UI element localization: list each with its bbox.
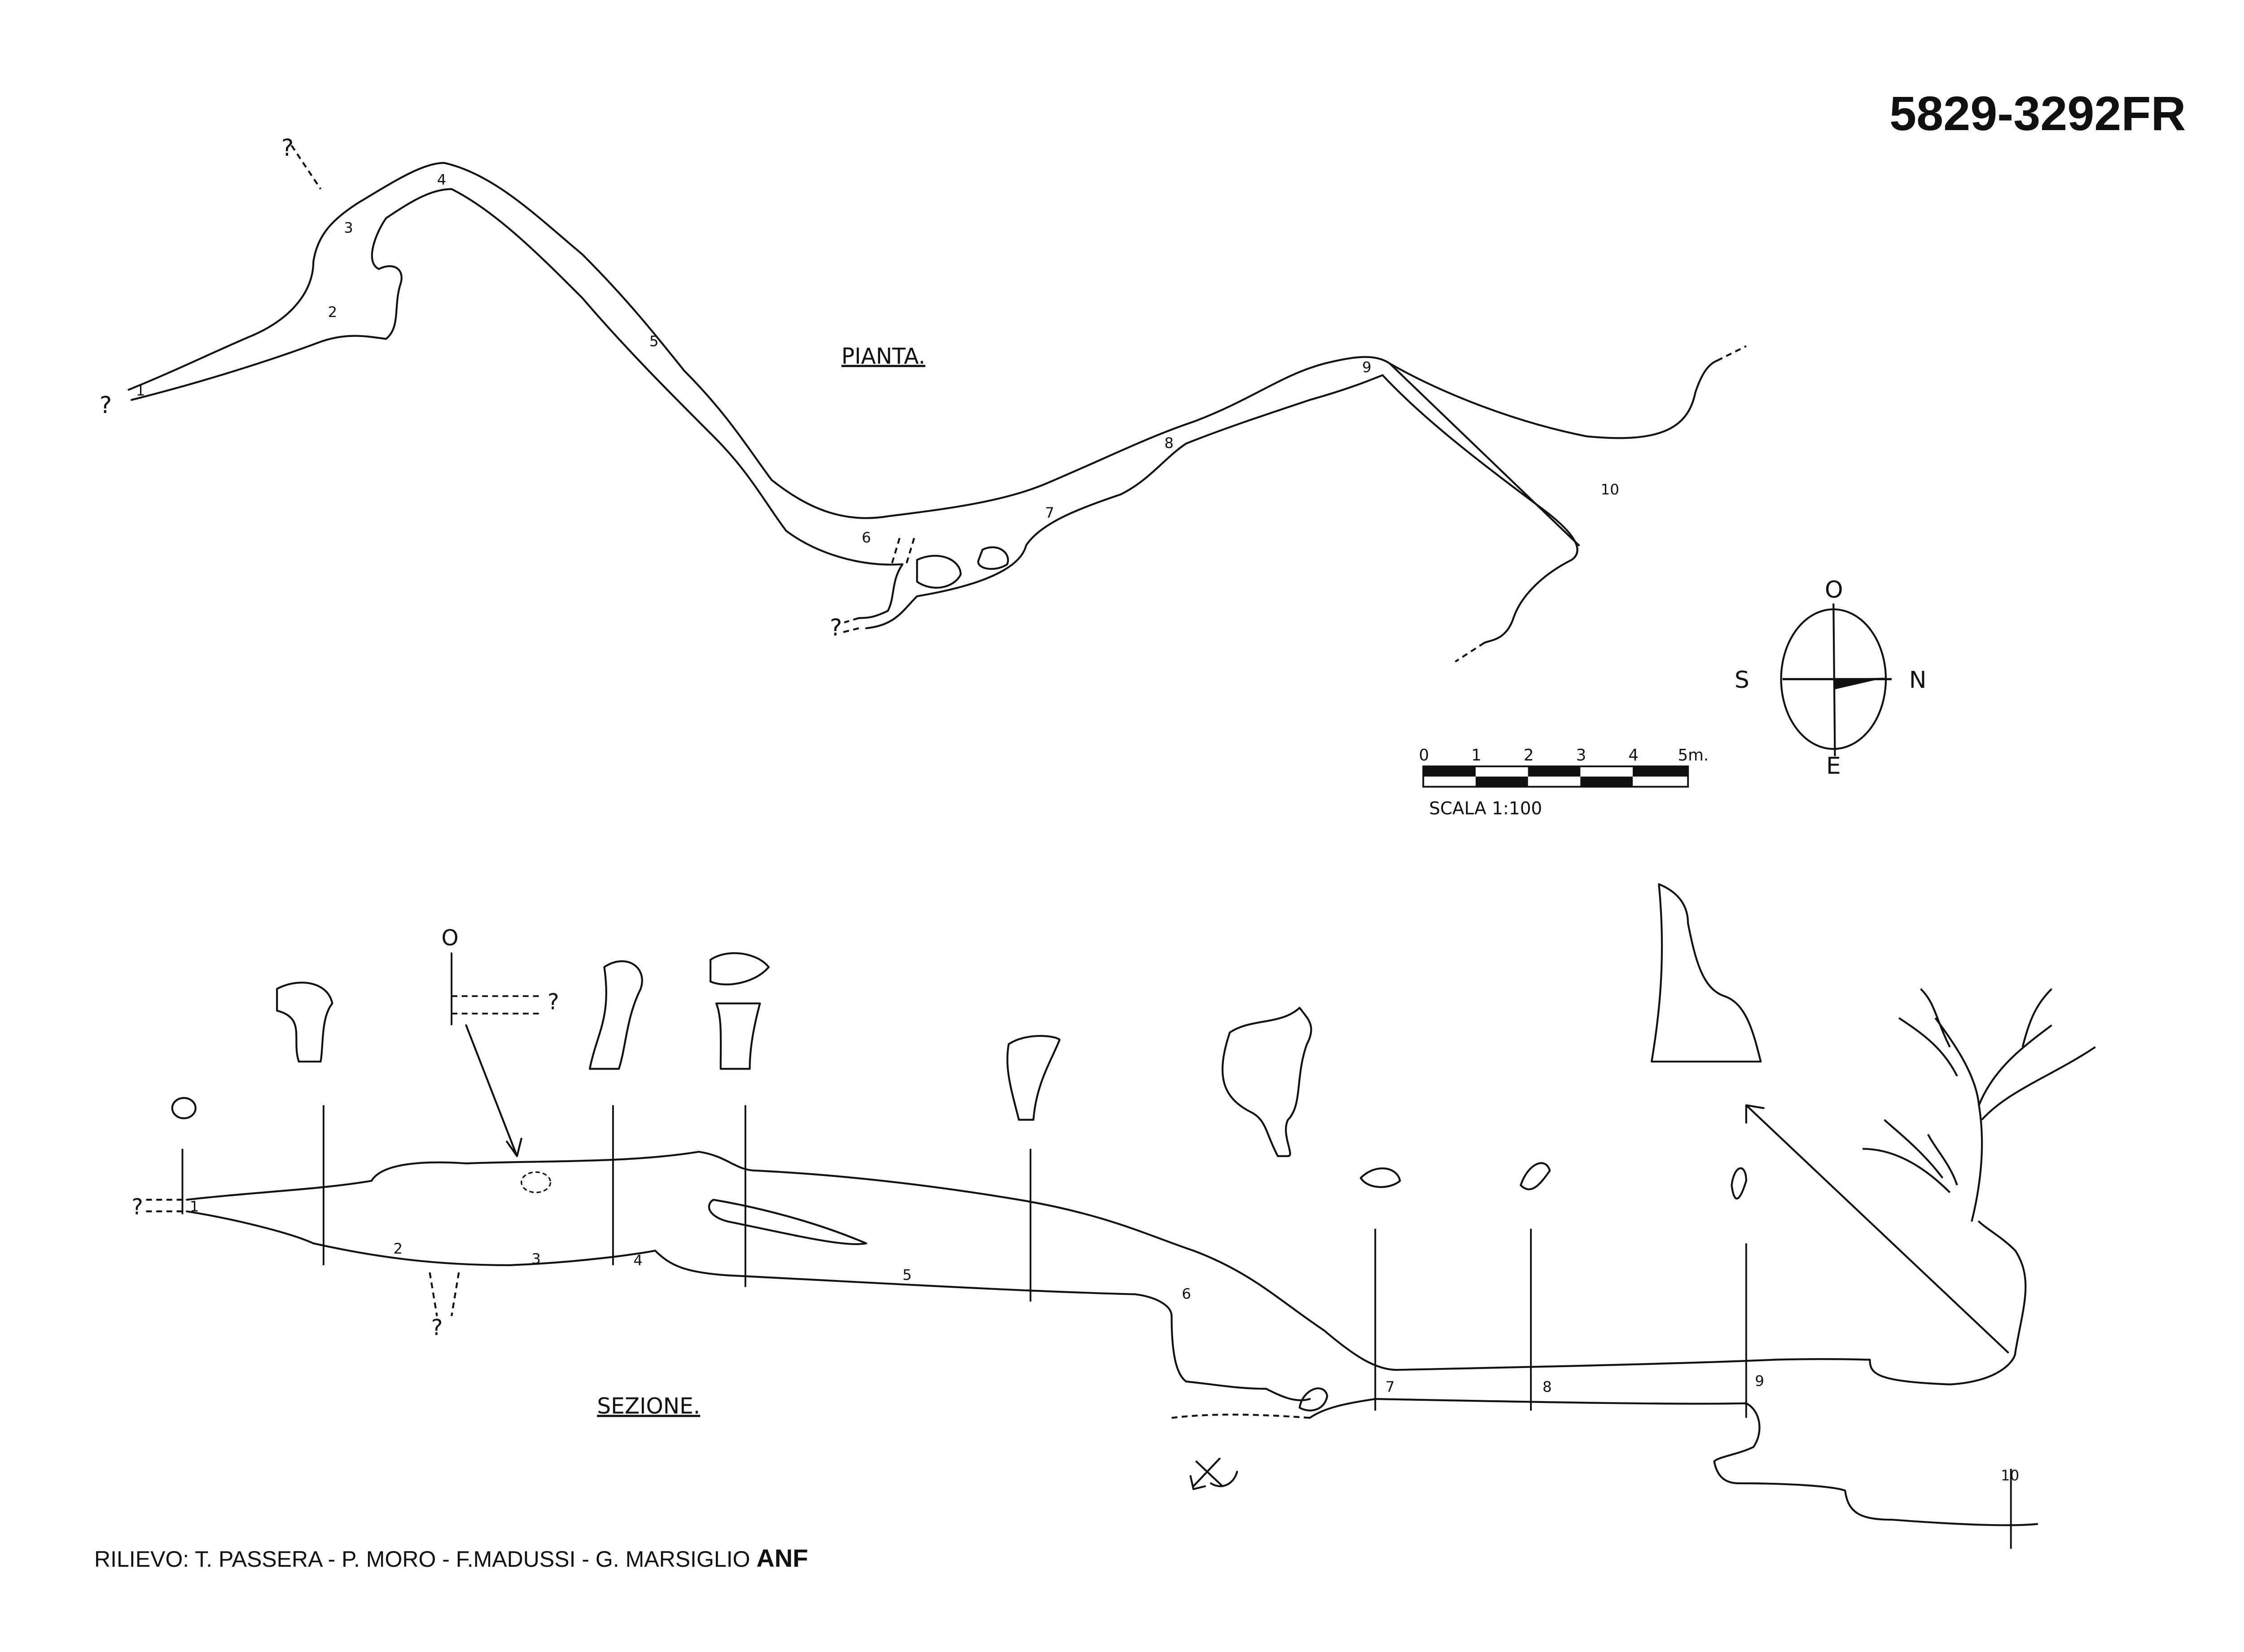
plan-station: 7 bbox=[1045, 504, 1055, 521]
section-lines bbox=[181, 952, 2012, 1549]
plan-station: 10 bbox=[1601, 481, 1619, 498]
section-station: 1 bbox=[190, 1198, 199, 1215]
section-stations: 1 2 3 4 5 6 7 8 9 10 bbox=[190, 1198, 2020, 1484]
section-station: 9 bbox=[1755, 1372, 1764, 1390]
section-station: 2 bbox=[393, 1240, 403, 1257]
section-view: 1 2 3 4 5 6 7 8 9 10 ? ? ? O SEZIONE. bbox=[131, 883, 2096, 1549]
section-station: 8 bbox=[1543, 1378, 1552, 1395]
section-station: 7 bbox=[1385, 1378, 1395, 1395]
plan-pillar bbox=[916, 555, 962, 589]
plan-station: 9 bbox=[1362, 359, 1372, 376]
plan-wall-dashed bbox=[1717, 345, 1747, 362]
plan-wall-lower bbox=[130, 188, 904, 619]
cross-sections bbox=[171, 883, 1762, 1200]
plan-stations: 1 2 3 4 5 6 7 8 9 10 bbox=[136, 171, 1619, 546]
scale-bar: 0 1 2 3 4 5m. SCALA 1:100 bbox=[1419, 746, 1709, 819]
plan-station: 1 bbox=[136, 382, 145, 399]
plan-station: 8 bbox=[1164, 434, 1174, 451]
plan-wall-lower-2 bbox=[865, 374, 1578, 644]
section-arrow-entrance bbox=[1745, 1104, 2009, 1354]
cross-section-label: O bbox=[441, 926, 458, 951]
plan-station: 4 bbox=[437, 171, 447, 188]
section-station: 10 bbox=[2001, 1467, 2019, 1484]
plan-title: PIANTA. bbox=[842, 344, 925, 369]
compass-label-e: E bbox=[1826, 752, 1841, 779]
plan-shot-line bbox=[1389, 363, 1580, 546]
anchor-icon bbox=[1189, 1457, 1238, 1490]
survey-credits: RILIEVO: T. PASSERA - P. MORO - F.MADUSS… bbox=[94, 1543, 808, 1573]
plan-station: 5 bbox=[649, 332, 659, 350]
scale-tick: 4 bbox=[1628, 746, 1639, 765]
section-title: SEZIONE. bbox=[597, 1394, 700, 1419]
section-floor-2 bbox=[1309, 1398, 2038, 1526]
section-arrow bbox=[465, 1024, 522, 1157]
plan-unknown-mark: ? bbox=[281, 135, 294, 162]
credits-text: RILIEVO: T. PASSERA - P. MORO - F.MADUSS… bbox=[94, 1547, 750, 1572]
section-unknown-mark: ? bbox=[548, 989, 559, 1014]
scale-tick: 3 bbox=[1576, 746, 1587, 765]
plan-unknown-mark: ? bbox=[830, 614, 842, 641]
section-station: 4 bbox=[633, 1252, 643, 1269]
compass-label-o: O bbox=[1825, 577, 1843, 603]
plan-wall-dashed-2 bbox=[1455, 642, 1485, 663]
plan-pillar bbox=[977, 546, 1009, 570]
compass-label-n: N bbox=[1909, 667, 1927, 694]
compass-label-s: S bbox=[1735, 667, 1749, 694]
plan-entrance-dashed bbox=[841, 617, 859, 634]
plan-station: 3 bbox=[344, 219, 353, 236]
section-station: 5 bbox=[903, 1266, 912, 1283]
scale-tick: 1 bbox=[1471, 746, 1481, 765]
plan-station: 2 bbox=[328, 304, 337, 321]
section-boulder bbox=[1298, 1387, 1328, 1412]
scale-tick: 0 bbox=[1419, 746, 1429, 765]
section-ceiling bbox=[186, 1150, 2027, 1385]
section-dashed bbox=[146, 1198, 1310, 1419]
cave-register-code: 5829-3292FR bbox=[1889, 86, 2186, 140]
plan-unknown-mark: ? bbox=[100, 392, 112, 419]
section-station: 6 bbox=[1182, 1285, 1191, 1302]
section-unknown-mark: ? bbox=[131, 1194, 143, 1219]
compass-icon: O E S N bbox=[1735, 577, 1927, 779]
credits-group: ANF bbox=[756, 1544, 808, 1572]
scale-label: SCALA 1:100 bbox=[1429, 799, 1542, 819]
section-unknown-mark: ? bbox=[431, 1315, 443, 1340]
scale-tick: 5m. bbox=[1678, 746, 1709, 765]
section-pillar bbox=[708, 1198, 867, 1246]
tree-icon bbox=[1863, 988, 2096, 1222]
plan-station: 6 bbox=[862, 529, 871, 546]
plan-view: ? ? ? 1 2 3 4 5 6 7 8 9 10 PIANTA. bbox=[100, 135, 1747, 663]
plan-dashed-branch bbox=[290, 144, 915, 568]
scale-tick: 2 bbox=[1524, 746, 1534, 765]
section-station: 3 bbox=[531, 1250, 541, 1267]
plan-wall-upper bbox=[127, 162, 1718, 519]
section-floor bbox=[186, 1210, 1311, 1402]
